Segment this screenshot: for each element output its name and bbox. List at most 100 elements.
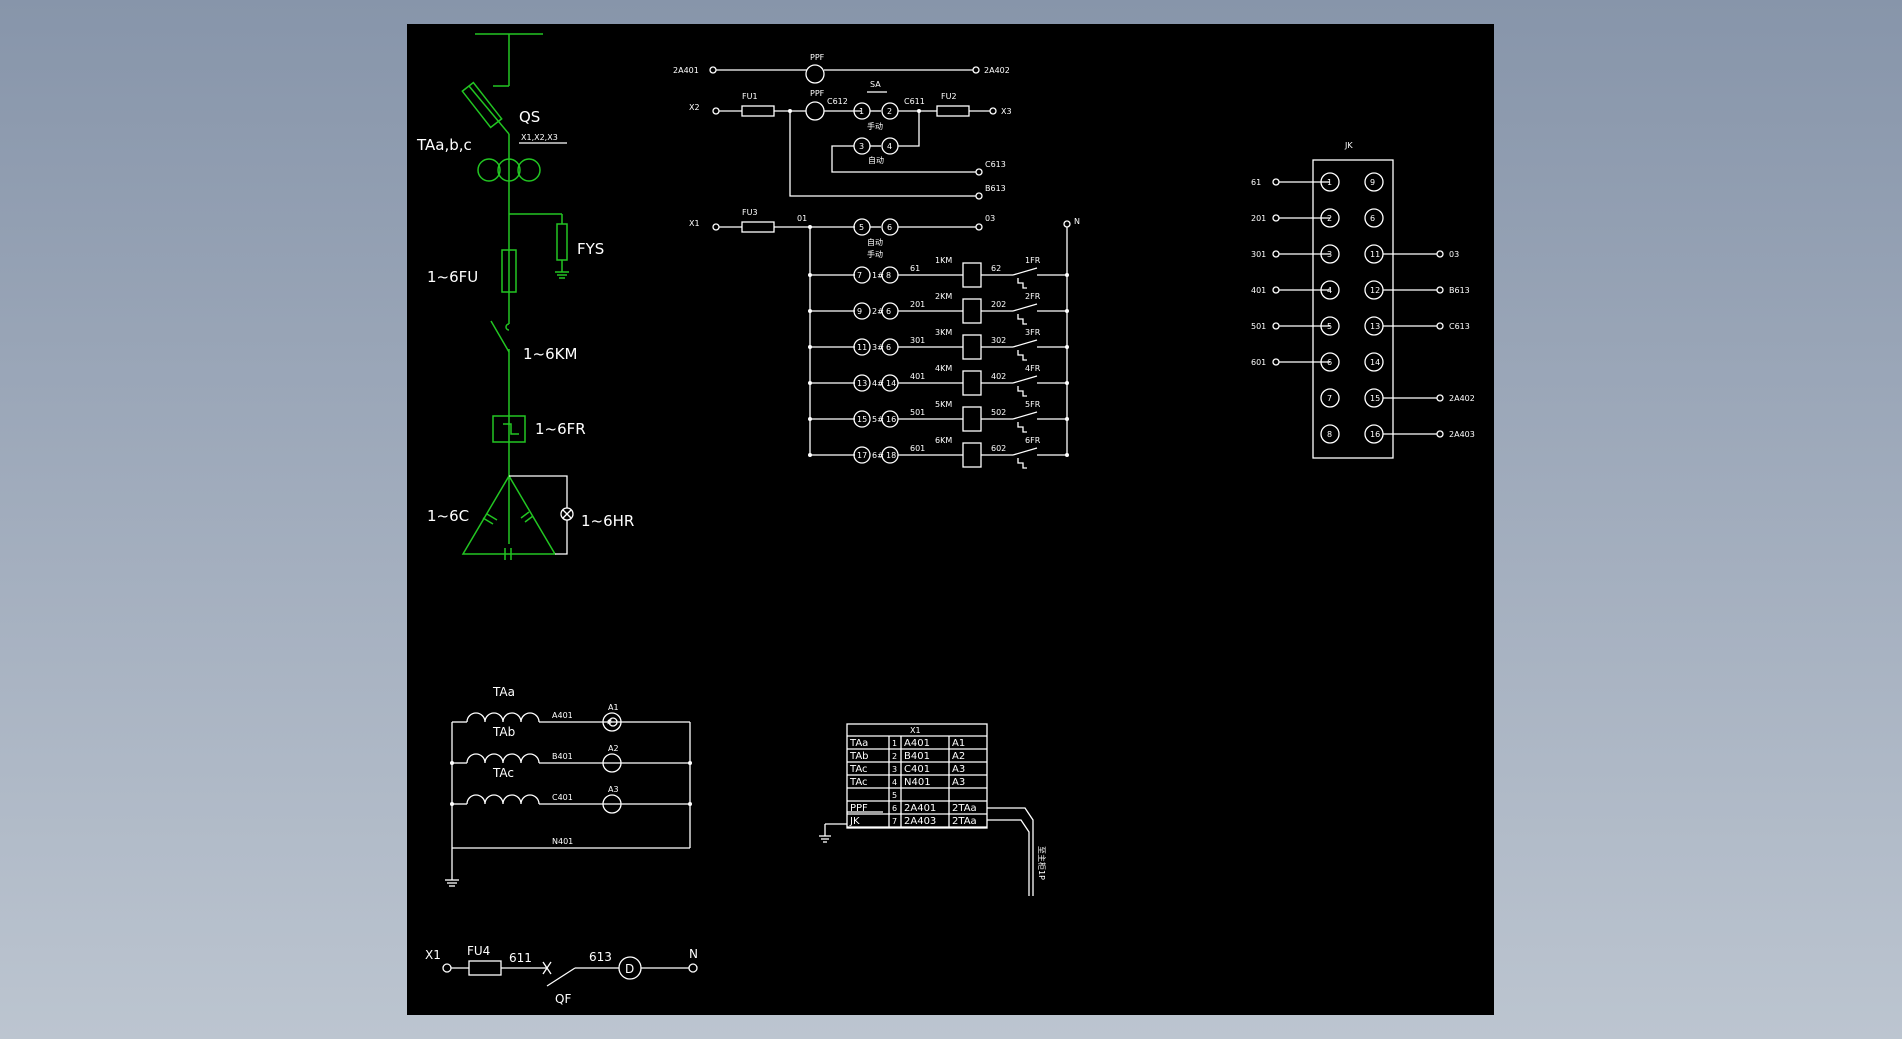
relay-index: 6# (872, 451, 884, 460)
schematic: QS TAa,b,c X1,X2,X3 FYS 1~6FU 1~6KM 1~6F… (416, 33, 1475, 1006)
terminal-cell: 2A403 (904, 816, 936, 827)
tac-coil-icon (466, 794, 540, 805)
svg-text:3: 3 (859, 142, 864, 151)
power-factor-circuit: 2A401 PPF 2A402 X2 FU1 PPF C612 1 2 SA 手… (673, 53, 1012, 200)
label-x123: X1,X2,X3 (521, 133, 558, 142)
terminal-cell: 6 (892, 804, 897, 813)
terminal-cell: A3 (952, 777, 965, 788)
terminal-cell: 4 (892, 778, 897, 787)
label-manual-1: 手动 (867, 121, 883, 131)
relay-fr-label: 1FR (1025, 256, 1041, 265)
label-cable: 至主柜1P (1037, 846, 1047, 880)
taa-coil-icon (466, 712, 540, 723)
fu1-fuse-icon (741, 105, 775, 117)
ct-c-icon (517, 158, 541, 182)
relay-index: 4# (872, 379, 884, 388)
ct-phase-b: TAb B401 A2 (452, 725, 690, 773)
relay-index: 3# (872, 343, 884, 352)
sa-contact-4-icon (881, 137, 899, 155)
jk-terminal-in-icon (853, 410, 871, 428)
svg-text:2: 2 (887, 107, 892, 116)
relay-fr-label: 3FR (1025, 328, 1041, 337)
display-circuit: X1 FU4 611 613 D N QF (425, 944, 698, 1006)
fr-contact-icon (1012, 339, 1038, 361)
ammeter-a1-icon (602, 712, 622, 732)
fr-relay-icon (492, 415, 526, 443)
jk-right-label: C613 (1449, 322, 1470, 331)
jk-terminal-a: 7 (1327, 394, 1332, 403)
jk-left-label: 401 (1251, 286, 1266, 295)
jk-terminal-left-icon (1320, 388, 1340, 408)
relay-terminal-a: 17 (857, 451, 867, 460)
relay-terminal-a: 7 (857, 271, 862, 280)
fu4-fuse-icon (468, 960, 502, 976)
relay-index: 2# (872, 307, 884, 316)
ct-phase-c: TAc C401 A3 (452, 766, 690, 814)
jk-right-label: 2A402 (1449, 394, 1475, 403)
label-qf: QF (555, 992, 571, 1006)
capacitor-delta-icon (461, 474, 557, 555)
jk-box (1312, 159, 1394, 459)
label-fu1: FU1 (742, 92, 758, 101)
node-01: 01 (797, 214, 807, 223)
jk-terminal-in-icon (853, 266, 871, 284)
jk-terminal-a: 6 (1327, 358, 1332, 367)
terminal-cell: A3 (952, 764, 965, 775)
relay-out-wire: 602 (991, 444, 1006, 453)
terminal-cell: JK (849, 816, 860, 827)
terminal-cell: A2 (952, 751, 965, 762)
jk-terminal-in-icon (853, 302, 871, 320)
relay-wire: 401 (910, 372, 925, 381)
label-jk: JK (1344, 141, 1353, 150)
jk-terminal-a: 4 (1327, 286, 1332, 295)
wire-a401: A401 (552, 711, 573, 720)
fu-icon (501, 249, 517, 293)
relay-fr-label: 2FR (1025, 292, 1041, 301)
label-sa: SA (870, 80, 881, 89)
terminal-row: 5 (847, 791, 987, 802)
relay-terminal-b: 8 (886, 271, 891, 280)
relay-out-wire: 302 (991, 336, 1006, 345)
relay-index: 5# (872, 415, 884, 424)
label-taa: TAa (492, 685, 515, 699)
km-coil-icon (962, 370, 982, 396)
relay-wire: 601 (910, 444, 925, 453)
terminal-cell: A1 (952, 738, 965, 749)
jk-terminal-a: 1 (1327, 178, 1332, 187)
relay-terminal-b: 18 (886, 451, 896, 460)
label-manual-2: 手动 (867, 249, 883, 259)
ammeter-a2-icon (602, 753, 622, 773)
terminal-cell: A401 (904, 738, 930, 749)
terminal-cell: C401 (904, 764, 930, 775)
terminal-cell: 7 (892, 817, 897, 826)
svg-text:5: 5 (859, 223, 864, 232)
terminal-cell: 1 (892, 739, 897, 748)
svg-text:4: 4 (887, 142, 892, 151)
terminal-cell: TAc (849, 777, 868, 788)
svg-text:6: 6 (887, 223, 892, 232)
terminal-cell: N401 (904, 777, 931, 788)
km-coil-icon (962, 262, 982, 288)
ct-b-icon (497, 158, 521, 182)
km-coil-icon (962, 406, 982, 432)
drawing-canvas: QS TAa,b,c X1,X2,X3 FYS 1~6FU 1~6KM 1~6F… (407, 24, 1494, 1015)
wire-n401: N401 (552, 837, 573, 846)
jk-terminal-in-icon (853, 446, 871, 464)
relay-terminal-a: 13 (857, 379, 867, 388)
label-km: 1~6KM (523, 345, 577, 363)
node-n-bottom: N (689, 947, 698, 961)
label-ppf-2: PPF (810, 89, 825, 98)
